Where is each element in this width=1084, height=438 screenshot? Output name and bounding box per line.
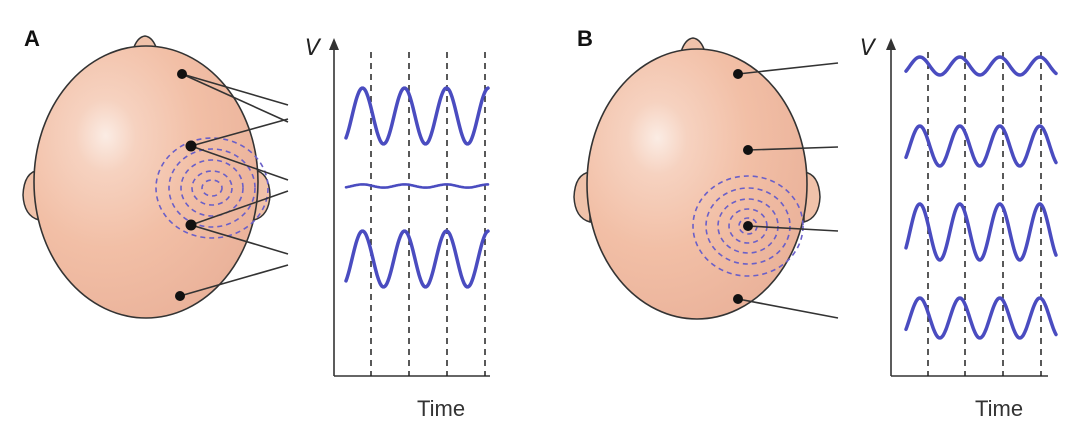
lead-a-1b (181, 73, 289, 123)
source-rings-a (155, 137, 269, 239)
electrode-a-3 (185, 219, 197, 231)
source-ring-a-1 (201, 179, 223, 197)
head-a (22, 35, 271, 319)
electrode-b-3 (743, 221, 753, 231)
source-ring-a-2 (191, 170, 233, 206)
y-axis-label-a: V (305, 36, 322, 61)
lead-lines-a (179, 73, 289, 297)
source-ring-b-5 (692, 175, 804, 277)
wave-a-1 (344, 86, 490, 146)
head-b-right-ear (803, 171, 821, 223)
electrode-a-4 (175, 291, 185, 301)
time-markers-a (370, 52, 486, 376)
wave-b-1 (904, 55, 1058, 77)
source-ring-b-2 (728, 208, 768, 244)
x-axis-label-b: Time (975, 396, 1023, 421)
lead-b-1 (737, 62, 839, 75)
wave-a-3 (344, 229, 490, 289)
source-ring-a-3 (180, 159, 244, 217)
electrode-b-2 (743, 145, 753, 155)
lead-a-3a (190, 190, 289, 226)
lead-a-1a (181, 73, 289, 106)
wave-b-3 (904, 202, 1058, 262)
electrodes-b (733, 69, 753, 304)
source-ring-b-4 (705, 187, 791, 265)
y-axis-arrow-a (329, 38, 339, 50)
head-b-scalp (586, 48, 808, 320)
head-b-left-ear (573, 171, 591, 223)
y-axis-label-b: V (860, 36, 877, 61)
lead-a-3b (190, 224, 289, 255)
head-b (573, 37, 821, 320)
waves-a (344, 86, 490, 289)
source-ring-b-3 (717, 198, 779, 254)
axes-a (329, 38, 490, 377)
x-axis-label-a: Time (417, 396, 465, 421)
electrode-a-1 (177, 69, 187, 79)
wave-a-2 (344, 183, 490, 189)
lead-lines-b (737, 62, 839, 319)
electrode-b-4 (733, 294, 743, 304)
electrodes-a (175, 69, 197, 301)
panel-b: B (573, 26, 1058, 421)
lead-a-4a (179, 264, 289, 297)
lead-b-3 (747, 225, 839, 232)
source-ring-a-4 (168, 148, 256, 228)
lead-b-4 (737, 298, 839, 319)
waves-b (904, 55, 1058, 340)
head-a-scalp (33, 45, 259, 319)
time-markers-b (927, 52, 1042, 376)
panel-a-label: A (24, 26, 40, 51)
panel-b-label: B (577, 26, 593, 51)
lead-a-2a (190, 118, 289, 147)
panel-a: A (22, 26, 490, 421)
lead-b-2 (747, 146, 839, 151)
y-axis-arrow-b (886, 38, 896, 50)
electrode-a-2 (185, 140, 197, 152)
lead-a-2b (190, 145, 289, 181)
wave-b-2 (904, 124, 1058, 168)
axes-b (886, 38, 1048, 377)
source-rings-b (692, 175, 804, 277)
electrode-b-1 (733, 69, 743, 79)
wave-b-4 (904, 296, 1058, 340)
source-ring-a-5 (155, 137, 269, 239)
